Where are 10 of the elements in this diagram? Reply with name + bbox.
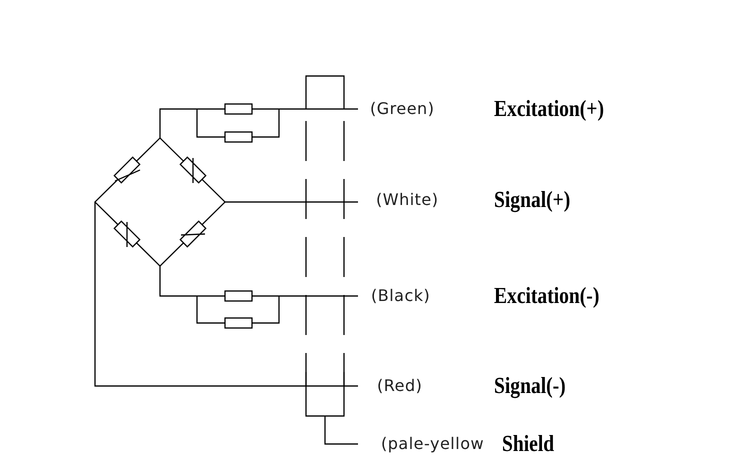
wire-colour-label: (pale-yellow <box>381 434 484 454</box>
wire-colour-label: (Green) <box>370 99 434 119</box>
signal-name-label: Signal(-) <box>494 373 566 399</box>
wire-colour-label: (White) <box>376 190 439 210</box>
signal-name-label: Signal(+) <box>494 187 570 213</box>
wire-colour-label: (Red) <box>377 376 422 396</box>
signal-name-label: Excitation(+) <box>494 96 604 122</box>
signal-name-label: Shield <box>502 431 554 457</box>
wire-colour-label: (Black) <box>371 286 430 306</box>
signal-name-label: Excitation(-) <box>494 283 600 309</box>
